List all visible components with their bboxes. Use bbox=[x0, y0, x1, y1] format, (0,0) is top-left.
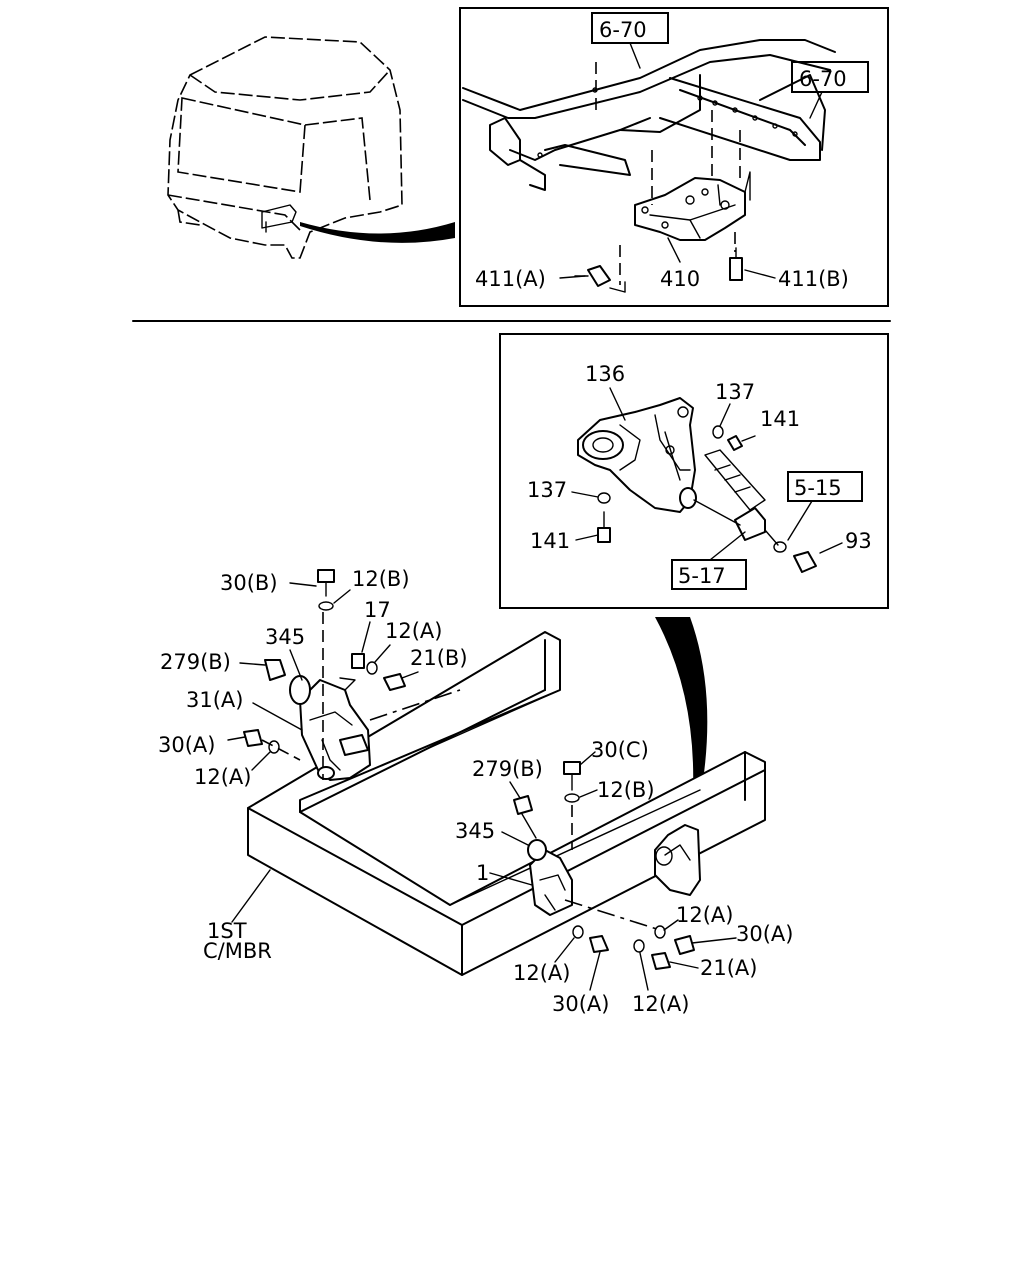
frame-assembly bbox=[243, 569, 766, 976]
label-411b: 411(B) bbox=[778, 267, 849, 291]
label-1: 1 bbox=[476, 861, 489, 885]
label-12a-right-3: 12(A) bbox=[632, 992, 689, 1016]
label-30a-right-2: 30(A) bbox=[552, 992, 609, 1016]
ref-label-6-70-a: 6-70 bbox=[599, 18, 647, 42]
detail-box-middle: 5-15 5-17 136 137 141 137 141 93 bbox=[499, 333, 889, 609]
detail-box-top: 6-70 6-70 411(A) 410 411(B) bbox=[459, 7, 889, 307]
label-17: 17 bbox=[364, 598, 391, 622]
label-410: 410 bbox=[660, 267, 700, 291]
label-21b: 21(B) bbox=[410, 646, 468, 670]
label-12a-right-1: 12(A) bbox=[676, 903, 733, 927]
label-12a-left-2: 12(A) bbox=[194, 765, 251, 789]
label-279b-left: 279(B) bbox=[160, 650, 231, 674]
label-141-top: 141 bbox=[760, 407, 800, 431]
label-345-left: 345 bbox=[265, 625, 305, 649]
ref-label-6-70-b: 6-70 bbox=[799, 67, 847, 91]
ref-label-5-15: 5-15 bbox=[794, 476, 842, 500]
label-137-bottom: 137 bbox=[527, 478, 567, 502]
label-30c: 30(C) bbox=[591, 738, 649, 762]
label-93: 93 bbox=[845, 529, 872, 553]
label-12b-left: 12(B) bbox=[352, 567, 410, 591]
label-12a-right-2: 12(A) bbox=[513, 961, 570, 985]
label-411a: 411(A) bbox=[475, 267, 546, 291]
label-12a-left-1: 12(A) bbox=[385, 619, 442, 643]
label-345-right: 345 bbox=[455, 819, 495, 843]
ref-label-5-17: 5-17 bbox=[678, 564, 726, 588]
label-136: 136 bbox=[585, 362, 625, 386]
label-279b-right: 279(B) bbox=[472, 757, 543, 781]
label-c-mbr: C/MBR bbox=[203, 939, 272, 963]
label-30a-left: 30(A) bbox=[158, 733, 215, 757]
callout-labels-bottom: 30(B) 12(B) 17 12(A) 345 21(B) 279(B) 31… bbox=[158, 567, 793, 1016]
label-137-top: 137 bbox=[715, 380, 755, 404]
label-1st: 1ST bbox=[207, 919, 247, 943]
label-12b-right: 12(B) bbox=[597, 778, 655, 802]
label-31a: 31(A) bbox=[186, 688, 243, 712]
label-21a: 21(A) bbox=[700, 956, 757, 980]
label-141-bottom: 141 bbox=[530, 529, 570, 553]
label-30b: 30(B) bbox=[220, 571, 278, 595]
label-30a-right-1: 30(A) bbox=[736, 922, 793, 946]
truck-cab-illustration bbox=[167, 36, 455, 259]
callout-arrow bbox=[655, 617, 708, 810]
